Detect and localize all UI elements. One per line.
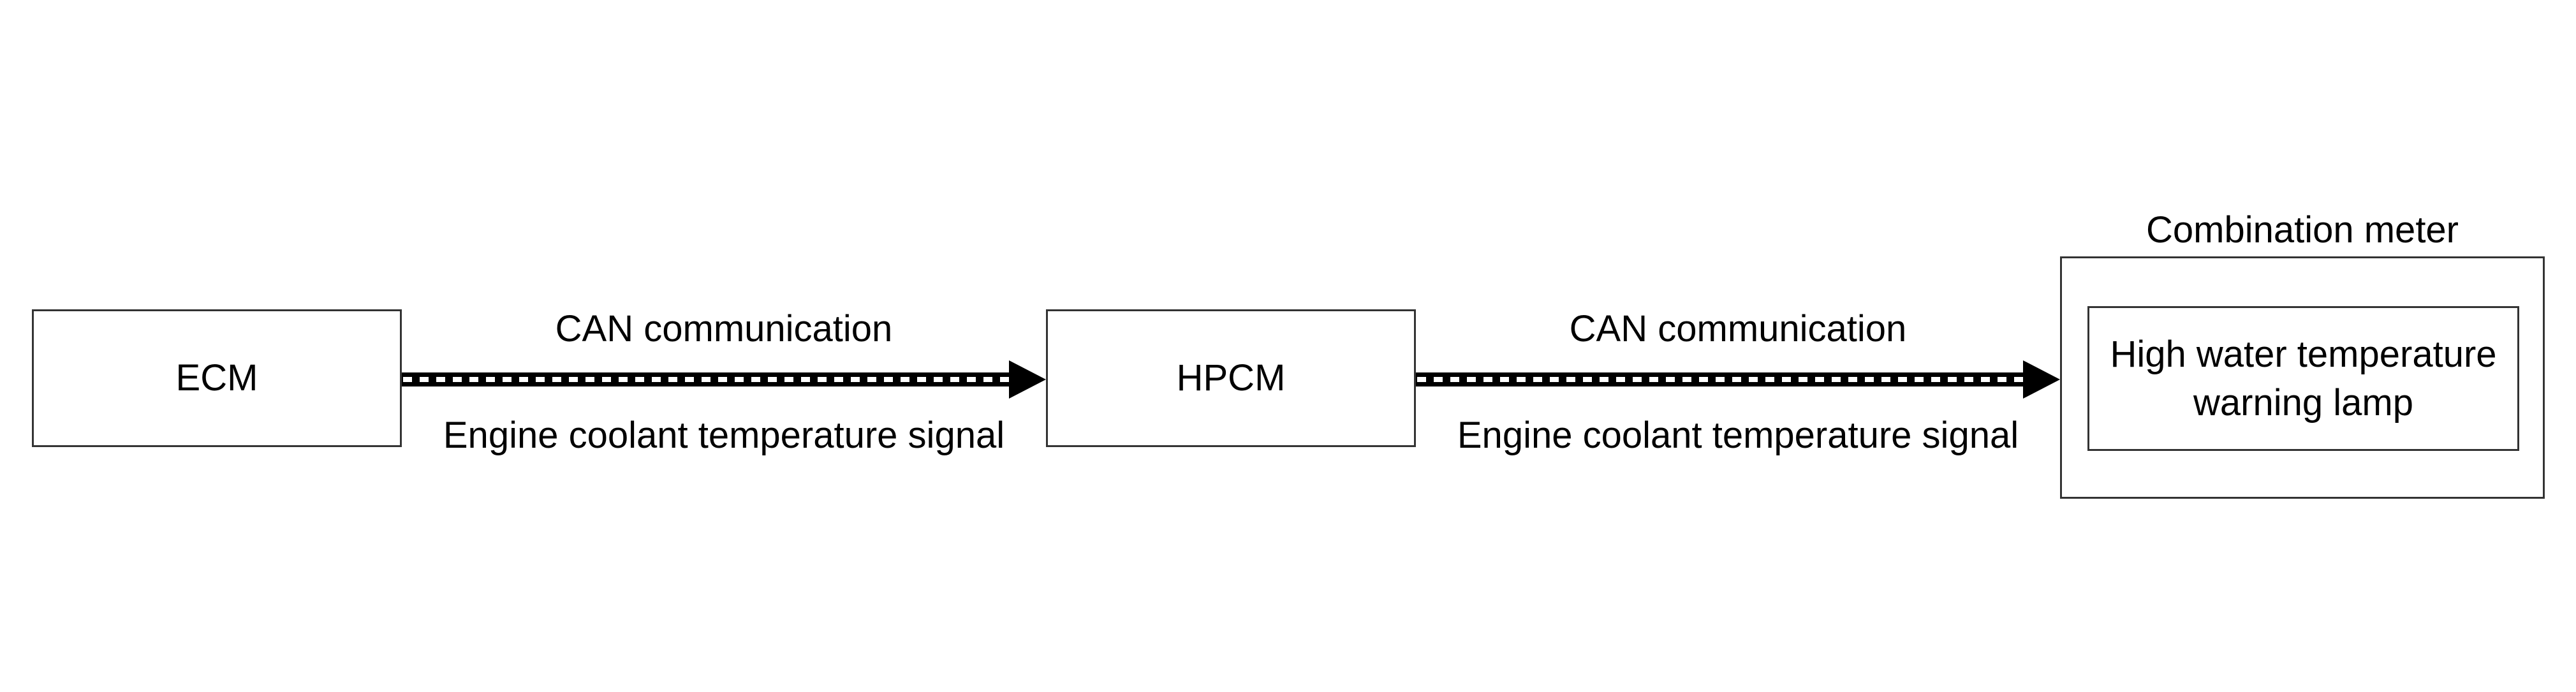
- warning-lamp-box: High water temperature warning lamp: [2087, 306, 2519, 451]
- ecm-box: ECM: [32, 309, 402, 447]
- arrow-head: [2023, 360, 2060, 399]
- can-communication-label: CAN communication: [1569, 308, 1907, 350]
- hpcm-box: HPCM: [1046, 309, 1416, 447]
- signal-label: Engine coolant temperature signal: [1457, 415, 2019, 456]
- warning-lamp-label: High water temperature warning lamp: [2110, 334, 2497, 423]
- combination-meter-title: Combination meter: [2146, 209, 2459, 251]
- ecm-label: ECM: [175, 357, 258, 399]
- signal-label: Engine coolant temperature signal: [443, 415, 1005, 456]
- hpcm-label: HPCM: [1176, 357, 1286, 399]
- arrow-head: [1009, 360, 1046, 399]
- can-communication-label: CAN communication: [555, 308, 893, 350]
- can-arrow-hpcm-to-meter: [1416, 360, 2060, 399]
- can-arrow-ecm-to-hpcm: [402, 360, 1046, 399]
